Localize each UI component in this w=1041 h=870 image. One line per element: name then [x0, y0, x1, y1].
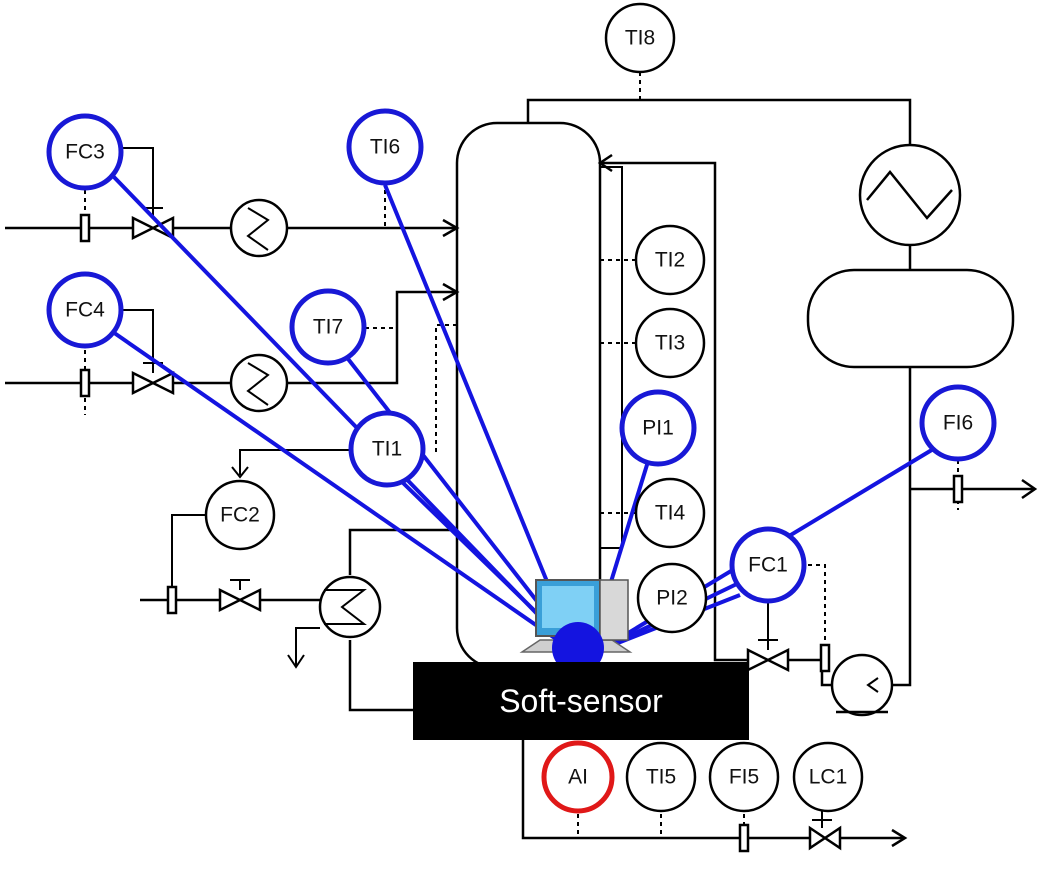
instrument-label: TI6: [370, 136, 400, 159]
equipment: [79, 143, 1015, 853]
instrument-ti7: TI7: [289, 288, 367, 366]
instrument-label: TI8: [625, 27, 655, 50]
reboiler-icon: [318, 575, 382, 639]
instrument-ti3: TI3: [634, 307, 706, 379]
instrument-ti5: TI5: [625, 741, 697, 813]
instrument-fc1: FC1: [729, 526, 807, 604]
instrument-label: TI3: [655, 332, 685, 355]
instrument-label: FI6: [943, 412, 973, 435]
instrument-label: FC4: [65, 299, 105, 322]
instrument-label: AI: [568, 766, 588, 789]
instrument-ti6: TI6: [346, 108, 424, 186]
reflux-drum: [806, 268, 1015, 369]
valve-icon: [131, 207, 842, 851]
instrument-ti8: TI8: [604, 2, 676, 74]
computer-icon: [519, 579, 633, 674]
instrument-lc1: LC1: [792, 741, 864, 813]
instrument-ti4: TI4: [634, 477, 706, 549]
instrument-ti1: TI1: [348, 410, 426, 488]
piping: [5, 72, 1038, 850]
instrument-label: PI1: [642, 417, 674, 440]
instrument-label: FC3: [65, 141, 105, 164]
ray-fc4: [108, 328, 574, 652]
instrument-fc4: FC4: [46, 271, 124, 349]
instrument-fi5: FI5: [708, 741, 780, 813]
instrument-label: PI2: [656, 587, 688, 610]
instrument-label: TI7: [313, 316, 343, 339]
instrument-label: FC1: [748, 554, 788, 577]
instrument-fi6: FI6: [919, 384, 997, 462]
instrument-label: LC1: [809, 766, 848, 789]
pump-icon: [830, 653, 894, 717]
instrument-label: TI5: [646, 766, 676, 789]
orifice-icon: [79, 213, 964, 853]
soft-sensor-box: Soft-sensor: [413, 662, 749, 740]
instrument-fc3: FC3: [46, 113, 124, 191]
instrument-pi2: PI2: [636, 562, 708, 634]
instrument-pi1: PI1: [619, 389, 697, 467]
instrument-label: TI4: [655, 502, 686, 525]
instrument-label: TI1: [372, 438, 402, 461]
soft-sensor-label: Soft-sensor: [499, 683, 663, 719]
instrument-label: FI5: [729, 766, 759, 789]
instrument-fc2: FC2: [204, 479, 276, 551]
instrument-label: TI2: [655, 249, 685, 272]
ray-ti6: [383, 184, 577, 651]
instrument-ai: AI: [541, 740, 615, 814]
instrument-label: FC2: [220, 504, 260, 527]
instrument-ti2: TI2: [634, 224, 706, 296]
sensor-connections: [108, 173, 942, 652]
